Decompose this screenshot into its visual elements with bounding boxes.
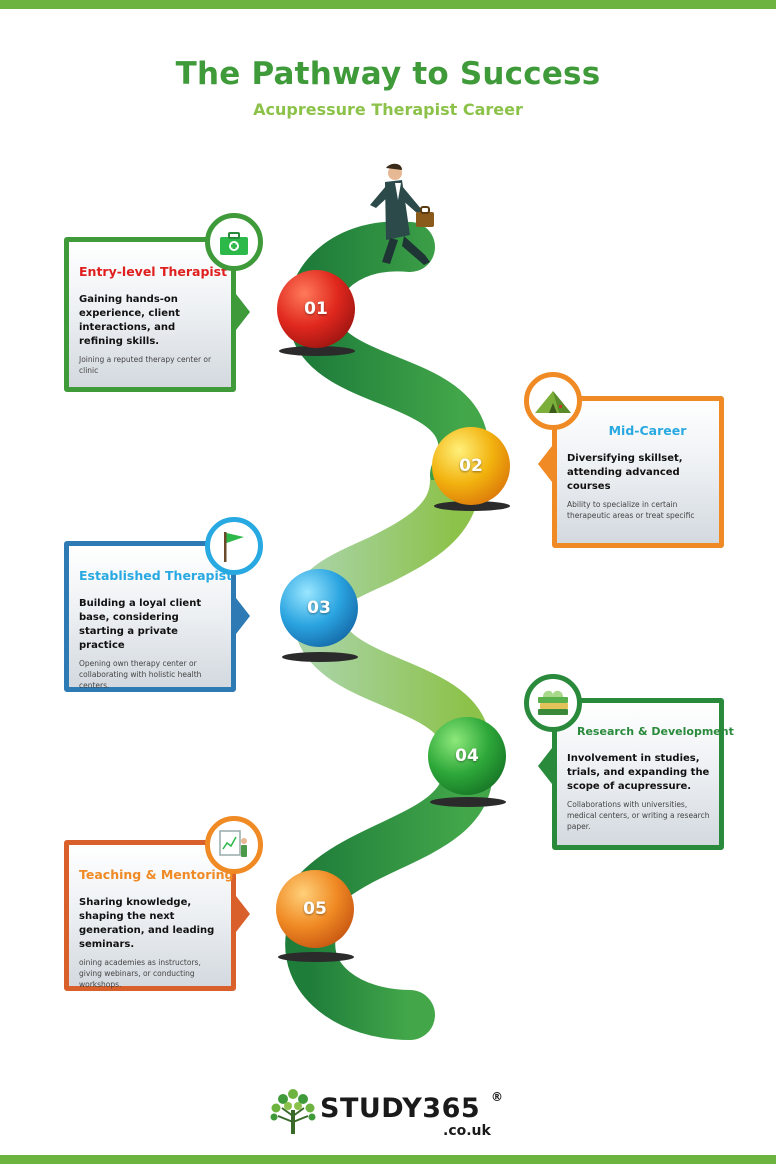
ball-shadow: [430, 797, 506, 807]
stage-heading: Research & Development: [577, 725, 734, 738]
stage-detail-text: Joining a reputed therapy center or clin…: [79, 355, 212, 375]
stage-number-ball-5: 05: [276, 870, 354, 948]
ball-shadow: [282, 652, 358, 662]
ball-shadow: [279, 346, 355, 356]
stage-number-ball-3: 03: [280, 569, 358, 647]
stage-card-4: Research & Development Involvement in st…: [552, 698, 734, 850]
stage-detail-text: Ability to specialize in certain therape…: [567, 500, 695, 520]
stage-detail-text: oining academies as instructors, giving …: [79, 958, 201, 989]
presentation-board-icon: [205, 816, 263, 874]
stage-number-ball-1: 01: [277, 270, 355, 348]
first-aid-kit-icon: [205, 213, 263, 271]
brand-logo-text: STUDY365: [320, 1093, 481, 1124]
stage-card-5-pointer: [236, 896, 250, 932]
stage-main-text: Involvement in studies, trials, and expa…: [567, 753, 710, 792]
stage-card-1: Entry-level Therapist Gaining hands-on e…: [64, 237, 236, 392]
stage-main-text: Diversifying skillset, attending advance…: [567, 453, 683, 492]
stage-card-4-pointer: [538, 748, 552, 784]
top-accent-bar: [0, 0, 776, 9]
registered-mark: ®: [491, 1090, 503, 1104]
stage-detail-text: Collaborations with universities, medica…: [567, 800, 710, 831]
bottom-accent-bar: [0, 1155, 776, 1164]
flag-icon: [205, 517, 263, 575]
page-subtitle: Acupressure Therapist Career: [253, 100, 523, 119]
stage-card-2-pointer: [538, 446, 552, 482]
tree-logo-icon: [270, 1089, 316, 1134]
stage-heading: Mid-Career: [608, 423, 687, 438]
stage-card-3-pointer: [236, 598, 250, 634]
stage-heading: Established Therapist: [79, 568, 233, 583]
stage-card-3: Established Therapist Building a loyal c…: [64, 541, 236, 692]
tent-icon: [524, 372, 582, 430]
ball-shadow: [278, 952, 354, 962]
stage-card-2: Mid-Career Diversifying skillset, attend…: [552, 396, 724, 548]
stage-main-text: Sharing knowledge, shaping the next gene…: [79, 897, 215, 950]
stage-number-ball-4: 04: [428, 717, 506, 795]
stage-heading: Entry-level Therapist: [79, 264, 228, 279]
page-title: The Pathway to Success: [175, 56, 601, 92]
stage-card-1-pointer: [236, 294, 250, 330]
stage-card-5: Teaching & Mentoring Sharing knowledge, …: [64, 840, 236, 991]
stage-detail-text: Opening own therapy center or collaborat…: [79, 659, 202, 690]
stage-number-ball-2: 02: [432, 427, 510, 505]
books-icon: [524, 674, 582, 732]
stage-heading: Teaching & Mentoring: [79, 867, 234, 882]
businessman-figure: [370, 163, 434, 265]
brand-domain: .co.uk: [443, 1123, 491, 1139]
stage-main-text: Building a loyal client base, considerin…: [79, 598, 202, 651]
ball-shadow: [434, 501, 510, 511]
stage-main-text: Gaining hands-on experience, client inte…: [79, 294, 180, 347]
